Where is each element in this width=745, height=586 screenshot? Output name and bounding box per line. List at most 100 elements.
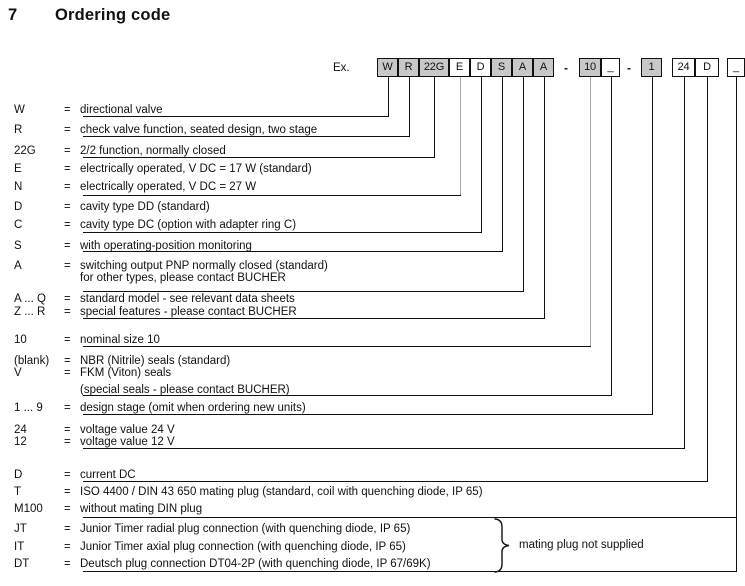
code-box: 22G [419, 58, 449, 77]
legend-code: 22G [14, 145, 36, 157]
equals-sign: = [64, 260, 71, 272]
equals-sign: = [64, 424, 71, 436]
legend-text: current DC [80, 469, 136, 481]
connector-line-horizontal [83, 195, 461, 197]
legend-row: Z ... R=special features - please contac… [14, 306, 297, 318]
code-box: 10 [579, 58, 601, 77]
legend-code: 10 [14, 334, 27, 346]
connector-line-vertical [501, 76, 503, 251]
separator-dash: - [564, 60, 568, 75]
code-box: A [512, 58, 533, 77]
section-title: Ordering code [55, 6, 171, 24]
legend-row: 12 = voltage value 12 V [14, 436, 175, 448]
legend-code: V [14, 367, 22, 379]
legend-text: Deutsch plug connection DT04-2P (with qu… [80, 558, 431, 570]
code-box-label: 10 [584, 61, 596, 73]
connector-line-horizontal [83, 232, 482, 234]
equals-sign: = [64, 240, 71, 252]
code-box-label: S [497, 61, 506, 73]
legend-text: special features - please contact BUCHER [80, 306, 297, 318]
legend-text: electrically operated, V DC = 27 W [80, 181, 257, 193]
legend-code: 1 ... 9 [14, 402, 43, 414]
legend-row: 10 = nominal size 10 [14, 334, 160, 346]
equals-sign: = [64, 355, 71, 367]
legend-code: S [14, 240, 22, 252]
equals-sign: = [64, 367, 71, 379]
legend-text: nominal size 10 [80, 334, 160, 346]
legend-text: design stage (omit when ordering new uni… [80, 402, 306, 414]
connector-line-vertical [480, 76, 482, 232]
connector-line-horizontal [83, 571, 738, 573]
code-box-label: D [476, 61, 485, 73]
code-box-label: _ [733, 61, 739, 73]
connector-line-horizontal [83, 136, 410, 138]
code-box-label: 1 [648, 61, 655, 73]
equals-sign: = [64, 486, 71, 498]
legend-text: switching output PNP normally closed (st… [80, 260, 328, 272]
legend-text: Junior Timer axial plug connection (with… [80, 541, 406, 553]
connector-line-horizontal [83, 116, 389, 118]
code-box-label: D [703, 61, 711, 73]
code-box-label: W [382, 61, 393, 73]
legend-row: S = with operating-position monitoring [14, 240, 252, 252]
equals-sign: = [64, 334, 71, 346]
equals-sign: = [64, 163, 71, 175]
connector-line-horizontal [83, 157, 436, 159]
connector-line-vertical [408, 76, 410, 136]
connector-line-vertical [434, 76, 436, 157]
legend-code: (blank) [14, 355, 50, 367]
legend-text: voltage value 12 V [80, 436, 175, 448]
code-box: _ [601, 58, 620, 77]
connector-line-horizontal [83, 346, 592, 348]
example-label: Ex. [333, 62, 350, 74]
legend-row: M100=without mating DIN plug [14, 503, 202, 515]
code-box: D [695, 58, 719, 77]
legend-text: ISO 4400 / DIN 43 650 mating plug (stand… [80, 486, 483, 498]
code-box: _ [727, 58, 745, 77]
legend-text: standard model - see relevant data sheet… [80, 293, 295, 305]
connector-line-horizontal [83, 395, 612, 397]
legend-code: E [14, 163, 22, 175]
code-box-label: 22G [423, 61, 445, 73]
legend-code: N [14, 181, 23, 193]
legend-code: M100 [14, 503, 43, 515]
connector-line-vertical [387, 76, 389, 116]
code-box: W [377, 58, 398, 77]
legend-text: check valve function, seated design, two… [80, 124, 318, 136]
legend-text: FKM (Viton) seals [80, 367, 172, 379]
legend-row: (blank) = NBR (Nitrile) seals (standard) [14, 355, 230, 367]
code-box: A [533, 58, 554, 77]
equals-sign: = [64, 145, 71, 157]
equals-sign: = [64, 201, 71, 213]
legend-code: 24 [14, 424, 27, 436]
equals-sign: = [64, 541, 71, 553]
legend-text: with operating-position monitoring [80, 240, 252, 252]
legend-code: Z ... R [14, 306, 46, 318]
legend-code: W [14, 104, 25, 116]
connector-line-vertical [610, 76, 612, 395]
legend-text: electrically operated, V DC = 17 W (stan… [80, 163, 312, 175]
connector-line-horizontal [83, 448, 685, 450]
equals-sign: = [64, 436, 71, 448]
connector-line-horizontal [83, 414, 653, 416]
legend-text: cavity type DC (option with adapter ring… [80, 219, 297, 231]
code-box: S [491, 58, 512, 77]
code-box: 1 [641, 58, 662, 77]
legend-text: NBR (Nitrile) seals (standard) [80, 355, 231, 367]
connector-line-vertical [590, 76, 592, 346]
legend-code: DT [14, 558, 30, 570]
connector-line-vertical [651, 76, 653, 414]
legend-text: directional valve [80, 104, 163, 116]
legend-code: 12 [14, 436, 27, 448]
legend-row: V = FKM (Viton) seals [14, 367, 171, 379]
connector-line-vertical [522, 76, 524, 291]
legend-code: A [14, 260, 22, 272]
legend-code: T [14, 486, 22, 498]
legend-row: E = electrically operated, V DC = 17 W (st… [14, 163, 312, 175]
code-box: R [398, 58, 419, 77]
code-box-label: E [455, 61, 464, 73]
code-box-label: _ [607, 61, 614, 73]
equals-sign: = [64, 124, 71, 136]
legend-row: JT=Junior Timer radial plug connection (… [14, 523, 410, 535]
